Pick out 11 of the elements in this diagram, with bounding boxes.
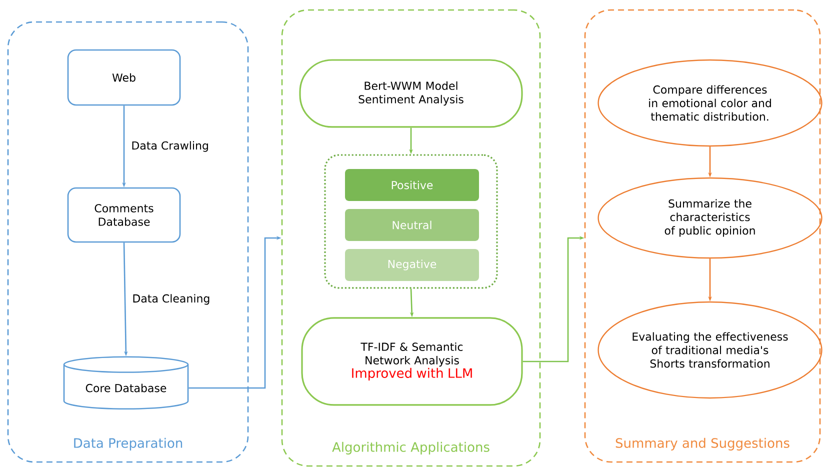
group-box xyxy=(324,154,498,289)
category-box: Positive xyxy=(345,168,479,201)
process-box: Comments Database xyxy=(67,187,181,243)
process-terminal: TF-IDF & Semantic Network Analysis Improved with LLM xyxy=(301,317,523,406)
database-cylinder: Core Database xyxy=(63,356,189,410)
category-box: Negative xyxy=(345,248,479,281)
process-terminal: Bert-WWM Model Sentiment Analysis xyxy=(299,59,523,128)
edge-label: Data Crawling xyxy=(130,140,210,153)
edge-label: Data Cleaning xyxy=(131,293,212,306)
process-box: Web xyxy=(67,49,181,106)
category-box: Neutral xyxy=(345,208,479,241)
